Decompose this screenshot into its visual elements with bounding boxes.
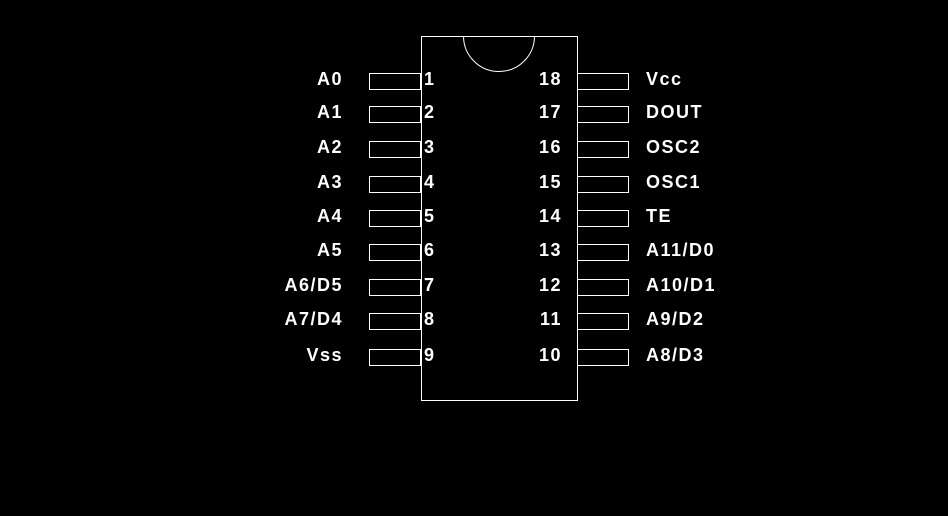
pin-label: A7/D4 <box>284 309 343 329</box>
pin-label: Vcc <box>646 69 683 89</box>
pin-label: A0 <box>316 69 343 89</box>
pin-number: 5 <box>424 206 436 226</box>
pin-lead <box>577 106 629 123</box>
pin-number: 3 <box>424 137 436 157</box>
pin-number: 7 <box>424 275 436 295</box>
pin-label: A9/D2 <box>646 309 705 329</box>
pin-number: 11 <box>539 309 562 329</box>
pin-number: 17 <box>538 102 562 122</box>
pin-number: 2 <box>424 102 436 122</box>
pin-number: 18 <box>538 69 562 89</box>
pin-number: 6 <box>424 240 436 260</box>
pin-number: 10 <box>538 345 562 365</box>
pin-lead <box>369 313 421 330</box>
pin1-notch-icon <box>463 37 535 72</box>
pin-lead <box>369 141 421 158</box>
pin-label: Vss <box>306 345 343 365</box>
pin-number: 13 <box>538 240 562 260</box>
pin-label: OSC1 <box>646 172 702 192</box>
pin-label: A4 <box>316 206 343 226</box>
pin-number: 16 <box>538 137 562 157</box>
pin-label: A8/D3 <box>646 345 705 365</box>
pin-lead <box>369 279 421 296</box>
pin-label: A6/D5 <box>284 275 343 295</box>
pin-label: OSC2 <box>646 137 702 157</box>
pin-lead <box>577 73 629 90</box>
pin-lead <box>369 106 421 123</box>
pin-lead <box>577 210 629 227</box>
pin-label: TE <box>646 206 673 226</box>
pin-number: 8 <box>424 309 436 329</box>
pin-number: 15 <box>538 172 562 192</box>
pin-number: 14 <box>538 206 562 226</box>
pin-label: A11/D0 <box>646 240 716 260</box>
pin-lead <box>369 244 421 261</box>
pin-lead <box>577 244 629 261</box>
pin-number: 12 <box>538 275 562 295</box>
pin-lead <box>577 279 629 296</box>
pin-label: A5 <box>316 240 343 260</box>
pin-label: A2 <box>316 137 343 157</box>
pin-lead <box>577 141 629 158</box>
pin-number: 9 <box>424 345 436 365</box>
pin-label: DOUT <box>646 102 703 122</box>
pin-lead <box>369 210 421 227</box>
pin-lead <box>369 349 421 366</box>
pin-label: A1 <box>316 102 343 122</box>
pin-lead <box>369 73 421 90</box>
pin-lead <box>577 349 629 366</box>
pin-lead <box>577 176 629 193</box>
pin-lead <box>369 176 421 193</box>
pin-number: 4 <box>424 172 436 192</box>
pin-number: 1 <box>424 69 436 89</box>
pin-label: A3 <box>316 172 343 192</box>
pin-lead <box>577 313 629 330</box>
pin-label: A10/D1 <box>646 275 717 295</box>
